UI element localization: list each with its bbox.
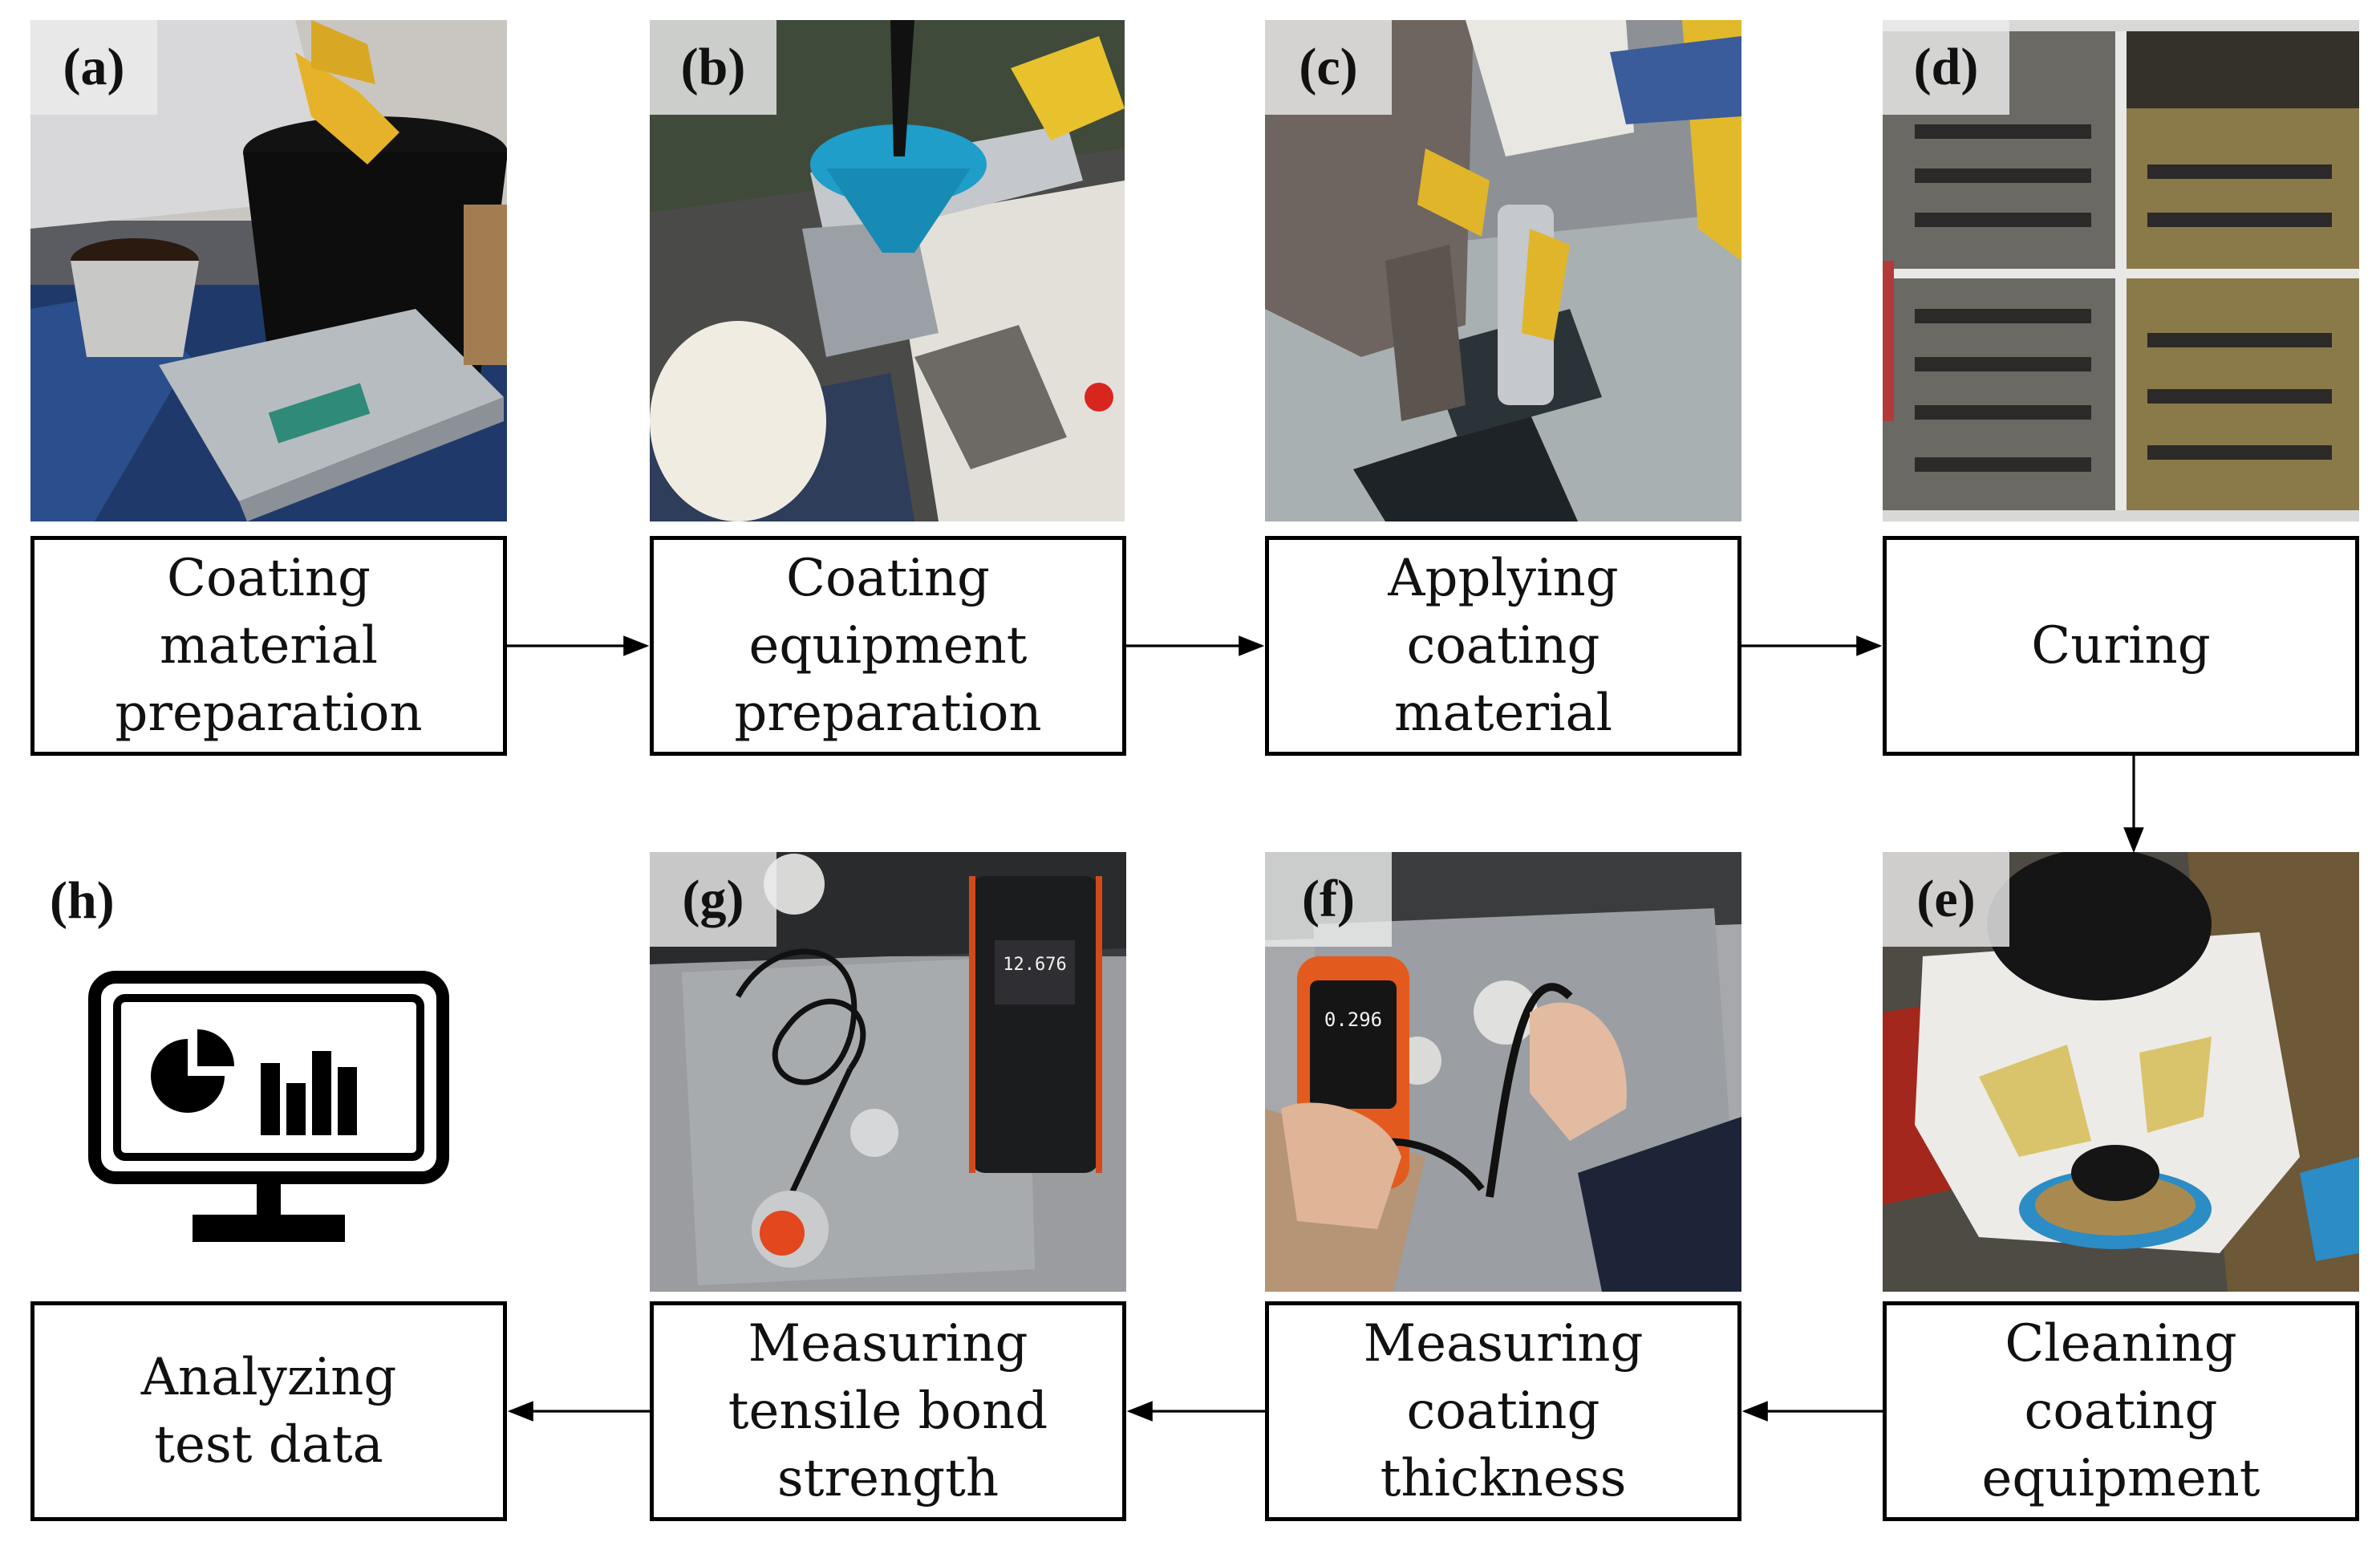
monitor-chart-icon	[88, 971, 449, 1242]
step-c-line-3: material	[1393, 684, 1613, 743]
step-e-line-1: Cleaning	[2005, 1314, 2237, 1374]
step-e-box: Cleaning coating equipment	[1883, 1301, 2359, 1521]
photo-measuring-coating-thickness: 0.296 (f)	[1265, 852, 1741, 1292]
step-e-line-2: coating	[2024, 1382, 2218, 1441]
pie-chart-icon	[151, 1029, 234, 1113]
step-g-line-2: tensile bond	[728, 1382, 1048, 1441]
step-a-line-2: material	[159, 616, 379, 676]
step-c-line-2: coating	[1406, 616, 1600, 676]
photo-coating-equipment-preparation: (b)	[650, 20, 1125, 521]
step-g-line-3: strength	[776, 1449, 999, 1508]
photo-c-illustration	[1265, 20, 1741, 521]
step-h-line-2: test data	[154, 1415, 383, 1475]
step-f-line-1: Measuring	[1363, 1314, 1644, 1374]
photo-a-illustration	[30, 20, 507, 521]
step-g-box: Measuring tensile bond strength	[650, 1301, 1126, 1521]
tensile-gauge-readout: 12.676	[1003, 955, 1067, 975]
step-a-line-1: Coating	[166, 549, 371, 608]
step-d-box: Curing	[1883, 536, 2359, 756]
step-b-line-1: Coating	[785, 549, 991, 608]
photo-cleaning-coating-equipment: (e)	[1883, 852, 2359, 1292]
photo-applying-coating-material: (c)	[1265, 20, 1741, 521]
step-c-line-1: Applying	[1388, 549, 1619, 608]
step-h-box: Analyzing test data	[30, 1301, 507, 1521]
step-f-box: Measuring coating thickness	[1265, 1301, 1741, 1521]
bar-chart-icon	[261, 1051, 357, 1135]
step-c-tag: (c)	[1265, 20, 1392, 115]
step-h-tag: (h)	[50, 871, 115, 930]
photo-curing: (d)	[1883, 20, 2359, 521]
step-e-line-3: equipment	[1981, 1449, 2260, 1508]
step-g-tag: (g)	[650, 852, 776, 947]
step-f-tag: (f)	[1265, 852, 1392, 947]
thickness-gauge-readout: 0.296	[1324, 1008, 1383, 1031]
step-a-tag: (a)	[30, 20, 157, 115]
step-a-line-3: preparation	[115, 684, 423, 743]
photo-coating-material-preparation: (a)	[30, 20, 507, 521]
step-b-tag: (b)	[650, 20, 776, 115]
step-a-box: Coating material preparation	[30, 536, 507, 756]
step-d-tag: (d)	[1883, 20, 2009, 115]
step-b-line-3: preparation	[734, 684, 1042, 743]
step-c-box: Applying coating material	[1265, 536, 1741, 756]
step-e-tag: (e)	[1883, 852, 2009, 947]
step-f-line-2: coating	[1406, 1382, 1600, 1441]
step-g-line-1: Measuring	[748, 1314, 1028, 1374]
step-d-line-1: Curing	[2031, 616, 2211, 676]
step-b-line-2: equipment	[748, 616, 1028, 676]
step-b-box: Coating equipment preparation	[650, 536, 1126, 756]
photo-measuring-tensile-bond-strength: 12.676 (g)	[650, 852, 1126, 1292]
step-h-line-1: Analyzing	[140, 1348, 397, 1407]
step-f-line-3: thickness	[1380, 1449, 1627, 1508]
